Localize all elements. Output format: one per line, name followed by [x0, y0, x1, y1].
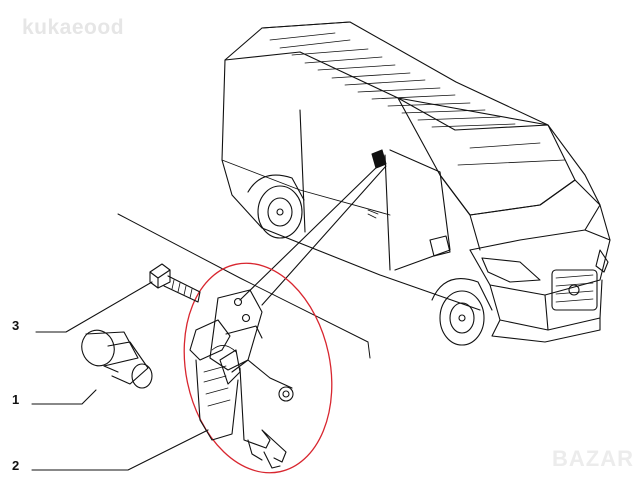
callout-leader-3	[35, 281, 153, 333]
axis-line	[117, 213, 371, 359]
leader-to-van-2	[261, 165, 387, 306]
striker-stud-part	[81, 329, 153, 389]
callout-leader-2	[31, 429, 209, 471]
callout-number-2: 2	[12, 458, 20, 473]
door-latch-part	[189, 289, 294, 469]
callout-leader-1	[31, 389, 97, 405]
van-illustration	[221, 21, 611, 346]
watermark-text: kukaeood	[22, 16, 125, 39]
callout-number-3: 3	[12, 318, 20, 333]
brand-watermark: BAZAR	[552, 446, 634, 471]
bolt-part	[149, 263, 201, 303]
callout-number-1: 1	[12, 392, 20, 407]
highlight-ellipse	[183, 262, 333, 474]
leader-to-van	[239, 161, 383, 301]
